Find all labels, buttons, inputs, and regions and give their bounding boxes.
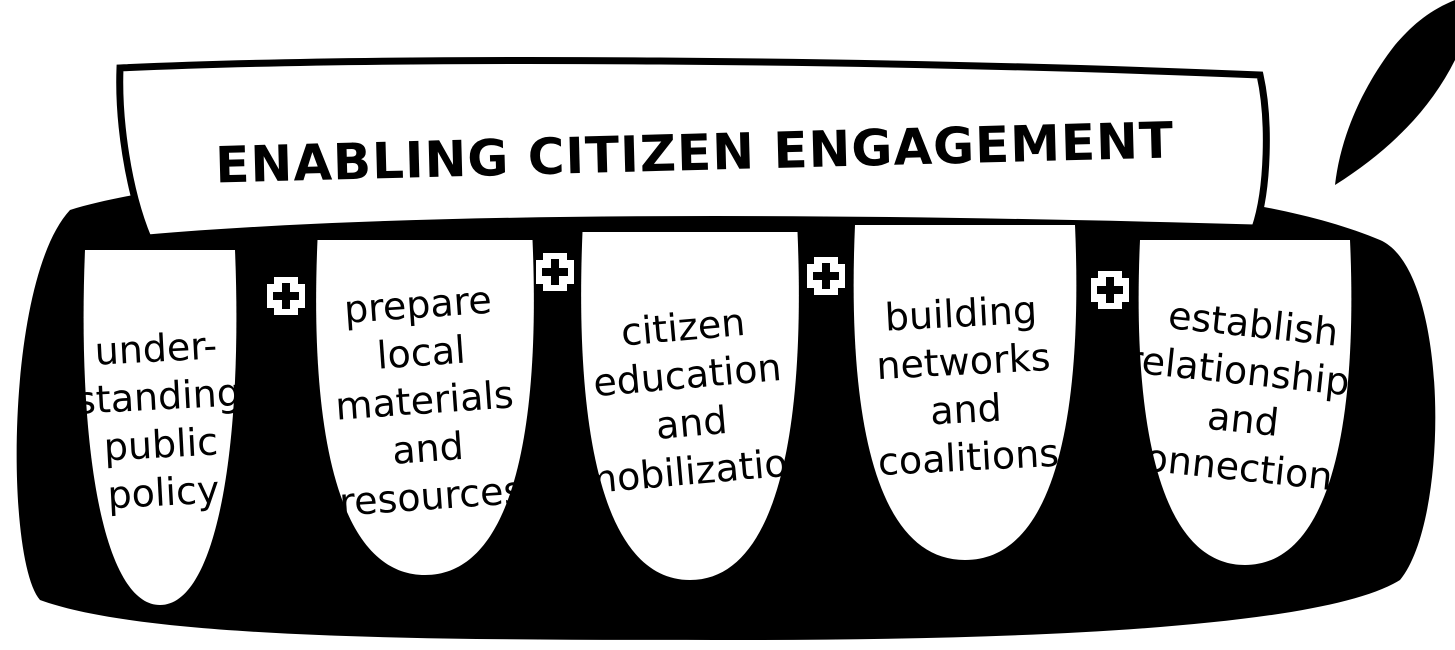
pill-label-line: and — [929, 386, 1003, 434]
pill-label-line: networks — [875, 335, 1051, 388]
plus-icon-inner — [1097, 277, 1123, 303]
pill-label-line: citizen — [619, 300, 747, 355]
pill-label-line: under- — [94, 323, 219, 373]
pill-label: preparelocalmaterialsandresources — [324, 276, 524, 524]
pill-label-line: building — [884, 288, 1038, 340]
pill-group: under-standingpublicpolicy preparelocalma… — [72, 225, 1371, 605]
pill-label: buildingnetworksandcoalitions — [869, 287, 1060, 484]
pill-label-line: and — [654, 398, 729, 448]
pill-shape — [1138, 240, 1352, 565]
plus-group — [265, 251, 1131, 317]
pill-shape — [83, 250, 237, 605]
pill-label-line: policy — [106, 468, 220, 518]
pill-shape — [581, 232, 799, 580]
pill-shape — [853, 225, 1077, 560]
title-banner — [116, 57, 1270, 242]
pill-label-line: and — [391, 424, 465, 473]
pill-label-line: and — [1205, 394, 1281, 445]
pill-label-line: standing — [75, 370, 242, 423]
pill-label-line: coalitions — [877, 431, 1060, 484]
pill-label-line: prepare — [343, 278, 494, 332]
pill-shape — [316, 240, 534, 575]
pill-label: under-standingpublicpolicy — [72, 322, 247, 518]
plus-icon-inner — [273, 283, 299, 309]
plus-icon-inner — [542, 259, 568, 285]
pill-label-line: public — [103, 420, 219, 470]
comma-mark — [1335, 0, 1455, 185]
plus-icon-inner — [813, 263, 839, 289]
pill-label-line: local — [375, 328, 466, 378]
